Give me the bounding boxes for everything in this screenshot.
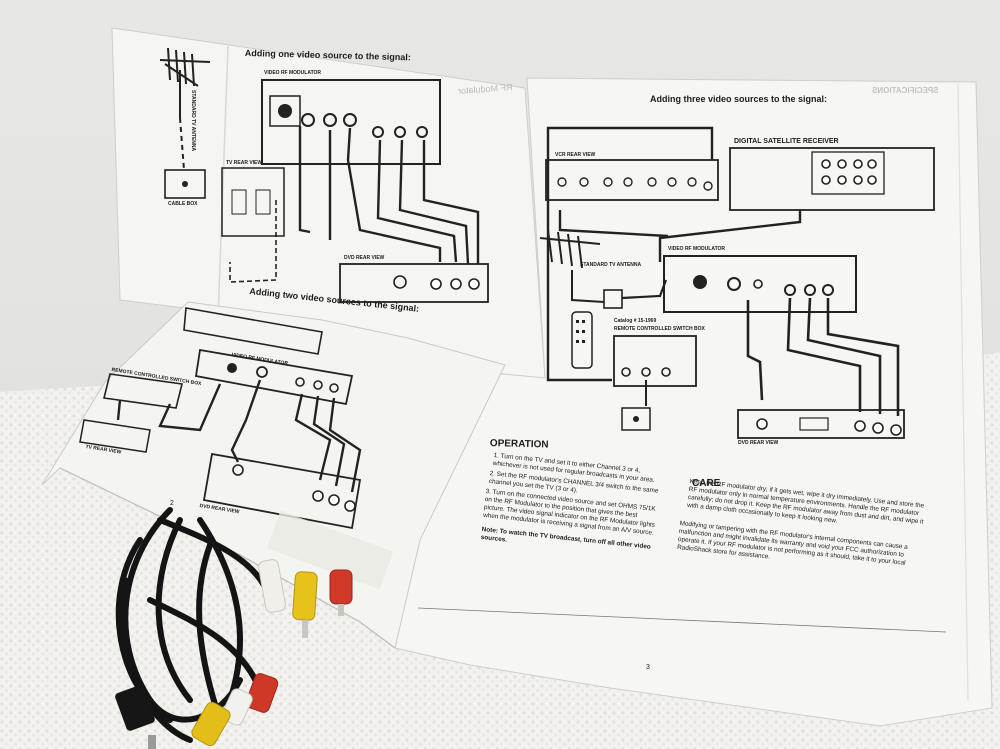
manual-sheet-upper-left xyxy=(111,27,546,379)
label-standard-tv-antenna: STANDARD TV ANTENNA xyxy=(190,90,196,152)
tv-antenna-illustration xyxy=(159,47,211,171)
manual-page-right xyxy=(394,77,993,727)
av-cable-bundle xyxy=(115,507,353,749)
label-specifications: SPECIFICATIONS xyxy=(872,86,939,95)
page-number-left: 2 xyxy=(170,500,174,507)
label-catalog: Catalog # 15-1969 xyxy=(614,318,657,324)
label-cable-box: CABLE BOX xyxy=(168,201,198,207)
operation-heading: OPERATION xyxy=(489,438,549,451)
label-tv-rear-view: TV REAR VIEW xyxy=(226,160,263,166)
manual-sheet-lower-left xyxy=(41,301,506,649)
page-number-right: 3 xyxy=(646,664,650,671)
label-video-rf-modulator-right: VIDEO RF MODULATOR xyxy=(668,246,726,252)
label-digital-satellite-receiver: DIGITAL SATELLITE RECEIVER xyxy=(734,138,839,145)
label-video-rf-modulator: VIDEO RF MODULATOR xyxy=(264,70,322,76)
tv-antenna-illustration-right xyxy=(539,229,605,303)
title-three-sources: Adding three video sources to the signal… xyxy=(650,94,828,104)
label-dvd-rear-view: DVD REAR VIEW xyxy=(344,255,385,261)
label-vcr-rear-view: VCR REAR VIEW xyxy=(555,152,596,158)
care-heading: CARE xyxy=(692,478,721,489)
label-dvd-rear-view-right: DVD REAR VIEW xyxy=(738,440,779,446)
label-standard-tv-antenna-right: STANDARD TV ANTENNA xyxy=(580,262,642,268)
label-remote-switch-box: REMOTE CONTROLLED SWITCH BOX xyxy=(614,326,705,332)
